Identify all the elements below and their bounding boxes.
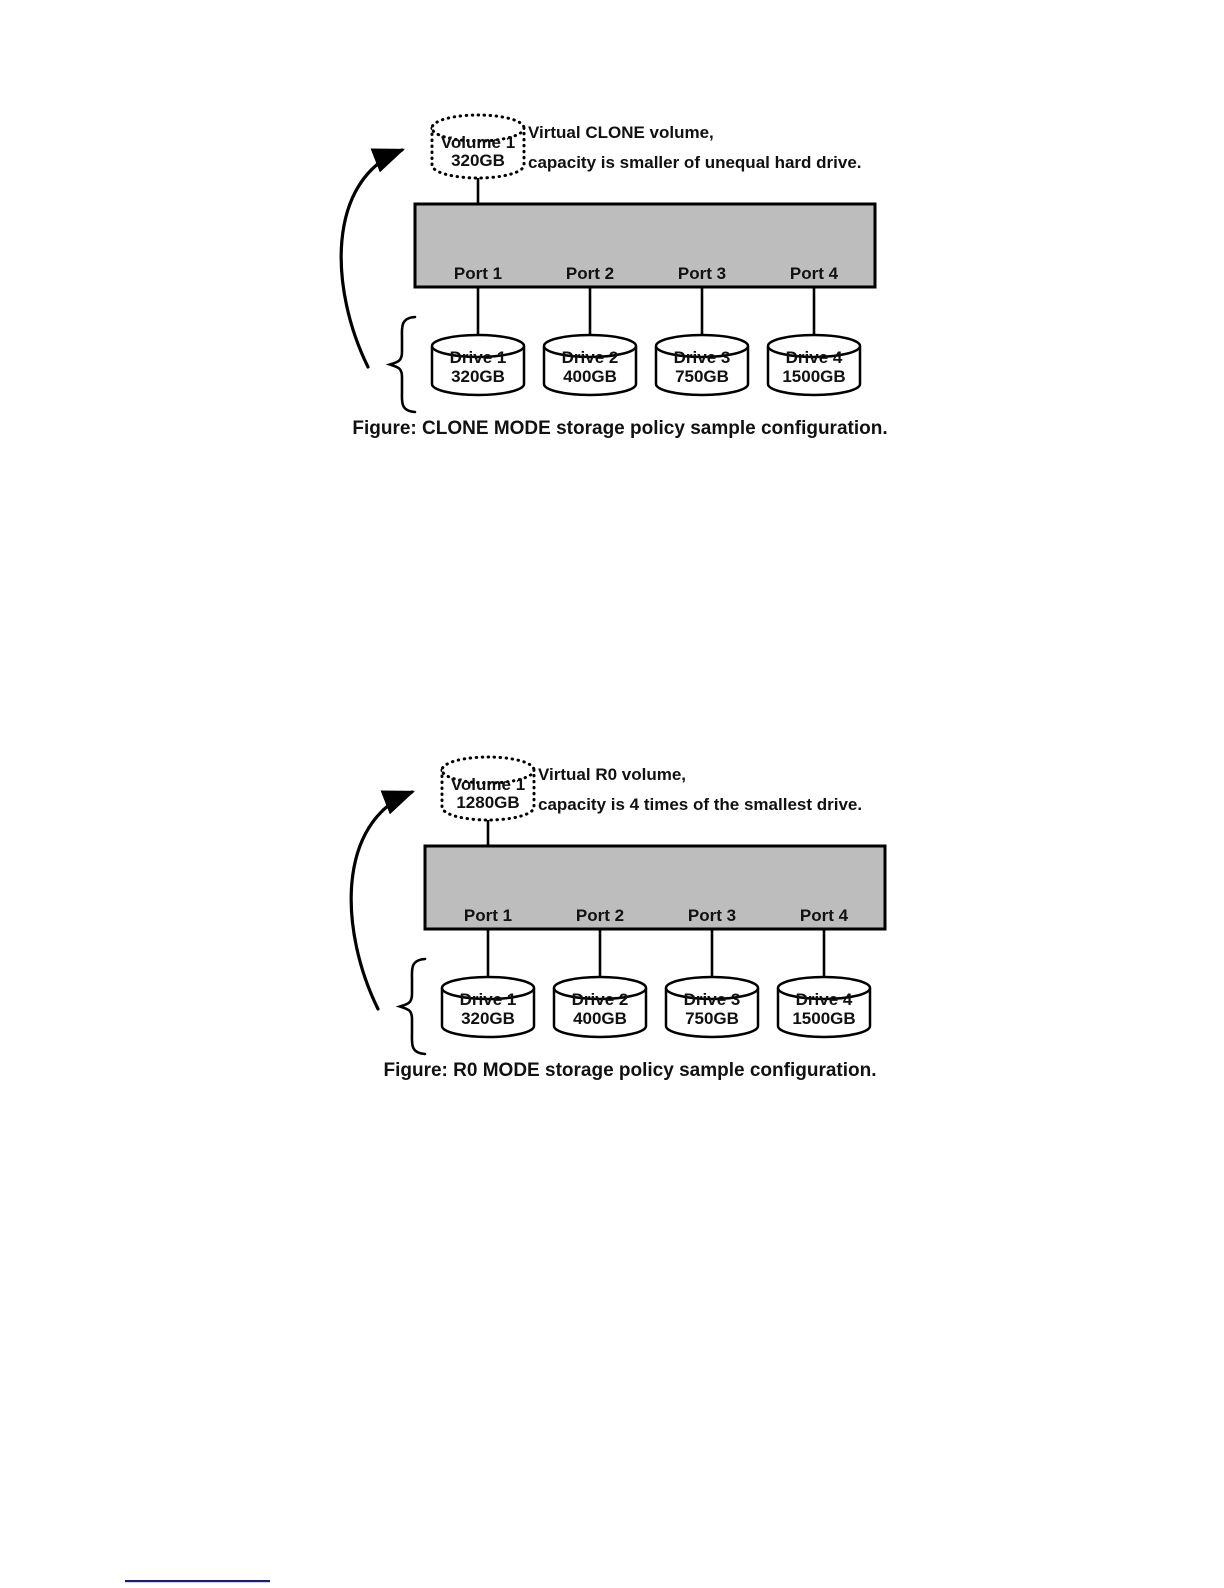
volume-name: Volume 1	[440, 133, 516, 152]
drive-cylinder-top	[776, 975, 872, 1001]
volume-capacity: 320GB	[451, 151, 505, 170]
virtual-volume-label: Volume 1 1280GB	[442, 776, 534, 812]
caption-mode: CLONE MODE	[422, 418, 551, 439]
drive-cylinder-top	[542, 333, 638, 359]
drive-label-4: Drive 4 1500GB	[764, 348, 864, 386]
drive-cylinder	[542, 346, 638, 397]
drive-capacity: 320GB	[451, 367, 505, 386]
drive-label-1: Drive 1 320GB	[428, 348, 528, 386]
drive-capacity: 320GB	[461, 1009, 515, 1028]
drive-cylinder	[430, 346, 526, 397]
drives-group-brace	[395, 957, 427, 1056]
volume-pointer-arrow	[339, 148, 405, 369]
footnote-rule-line	[125, 1580, 270, 1583]
port-label-4: Port 4	[799, 906, 849, 925]
drive-cylinder	[766, 346, 862, 397]
drive-capacity: 750GB	[675, 367, 729, 386]
drive-label-2: Drive 2 400GB	[540, 348, 640, 386]
drive-cylinder	[664, 988, 760, 1039]
caption-text: storage policy sample configuration.	[545, 1060, 877, 1081]
caption-text: storage policy sample configuration.	[556, 418, 888, 439]
drive-name: Drive 4	[785, 348, 843, 367]
caption-prefix: Figure:	[383, 1060, 448, 1081]
virtual-volume-cylinder	[440, 755, 536, 822]
port-label-1: Port 1	[453, 264, 503, 283]
drive-cylinder-top	[654, 333, 750, 359]
drive-cylinder-top	[664, 975, 760, 1001]
drive-label-3: Drive 3 750GB	[662, 990, 762, 1028]
port-label-3: Port 3	[677, 264, 727, 283]
drive-name: Drive 3	[673, 348, 731, 367]
drive-cylinder	[776, 988, 872, 1039]
drive-cylinder-top	[766, 333, 862, 359]
drive-name: Drive 4	[795, 990, 853, 1009]
volume-annotation-line2: capacity is 4 times of the smallest driv…	[538, 795, 863, 814]
port-label-3: Port 3	[687, 906, 737, 925]
drive-name: Drive 3	[683, 990, 741, 1009]
clone-mode-diagram-linework	[339, 113, 877, 414]
drive-cylinder-top	[552, 975, 648, 1001]
figure-caption: Figure: CLONE MODE storage policy sample…	[310, 418, 930, 440]
drive-name: Drive 2	[561, 348, 619, 367]
port-connector-lines	[476, 287, 816, 346]
port-label-2: Port 2	[575, 906, 625, 925]
drive-cylinder-top	[430, 333, 526, 359]
drive-cylinder	[440, 988, 536, 1039]
volume-annotation-line1: Virtual CLONE volume,	[528, 123, 714, 142]
r0-mode-figure: Volume 1 1280GB Virtual R0 volume, capac…	[340, 742, 920, 1097]
r0-mode-diagram-linework	[349, 755, 887, 1056]
port-label-1: Port 1	[463, 906, 513, 925]
controller-box	[423, 844, 887, 931]
drive-capacity: 1500GB	[792, 1009, 856, 1028]
clone-mode-figure: Volume 1 320GB Virtual CLONE volume, cap…	[330, 100, 910, 455]
drive-name: Drive 1	[459, 990, 517, 1009]
virtual-volume-cylinder	[430, 113, 526, 180]
volume-capacity: 1280GB	[456, 793, 520, 812]
port-label-2: Port 2	[565, 264, 615, 283]
drive-cylinder-top	[440, 975, 536, 1001]
drive-label-2: Drive 2 400GB	[550, 990, 650, 1028]
drive-label-3: Drive 3 750GB	[652, 348, 752, 386]
drive-capacity: 1500GB	[782, 367, 846, 386]
virtual-volume-label: Volume 1 320GB	[432, 134, 524, 170]
caption-prefix: Figure:	[352, 418, 417, 439]
drive-name: Drive 1	[449, 348, 507, 367]
drive-cylinders	[440, 975, 872, 1039]
drive-capacity: 400GB	[563, 367, 617, 386]
drive-name: Drive 2	[571, 990, 629, 1009]
drive-capacity: 750GB	[685, 1009, 739, 1028]
controller-box	[413, 202, 877, 289]
drive-label-1: Drive 1 320GB	[438, 990, 538, 1028]
footnote-separator-rule	[125, 1570, 271, 1588]
caption-mode: R0 MODE	[453, 1060, 540, 1081]
volume-name: Volume 1	[450, 775, 526, 794]
volume-annotation-line1: Virtual R0 volume,	[538, 765, 687, 784]
drives-group-brace	[385, 315, 417, 414]
figure-caption: Figure: R0 MODE storage policy sample co…	[320, 1060, 940, 1082]
drive-cylinders	[430, 333, 862, 397]
drive-cylinder	[654, 346, 750, 397]
drive-capacity: 400GB	[573, 1009, 627, 1028]
drive-label-4: Drive 4 1500GB	[774, 990, 874, 1028]
volume-pointer-arrow	[349, 790, 415, 1011]
port-label-4: Port 4	[789, 264, 839, 283]
port-connector-lines	[486, 929, 826, 988]
volume-annotation-line2: capacity is smaller of unequal hard driv…	[528, 153, 862, 172]
drive-cylinder	[552, 988, 648, 1039]
